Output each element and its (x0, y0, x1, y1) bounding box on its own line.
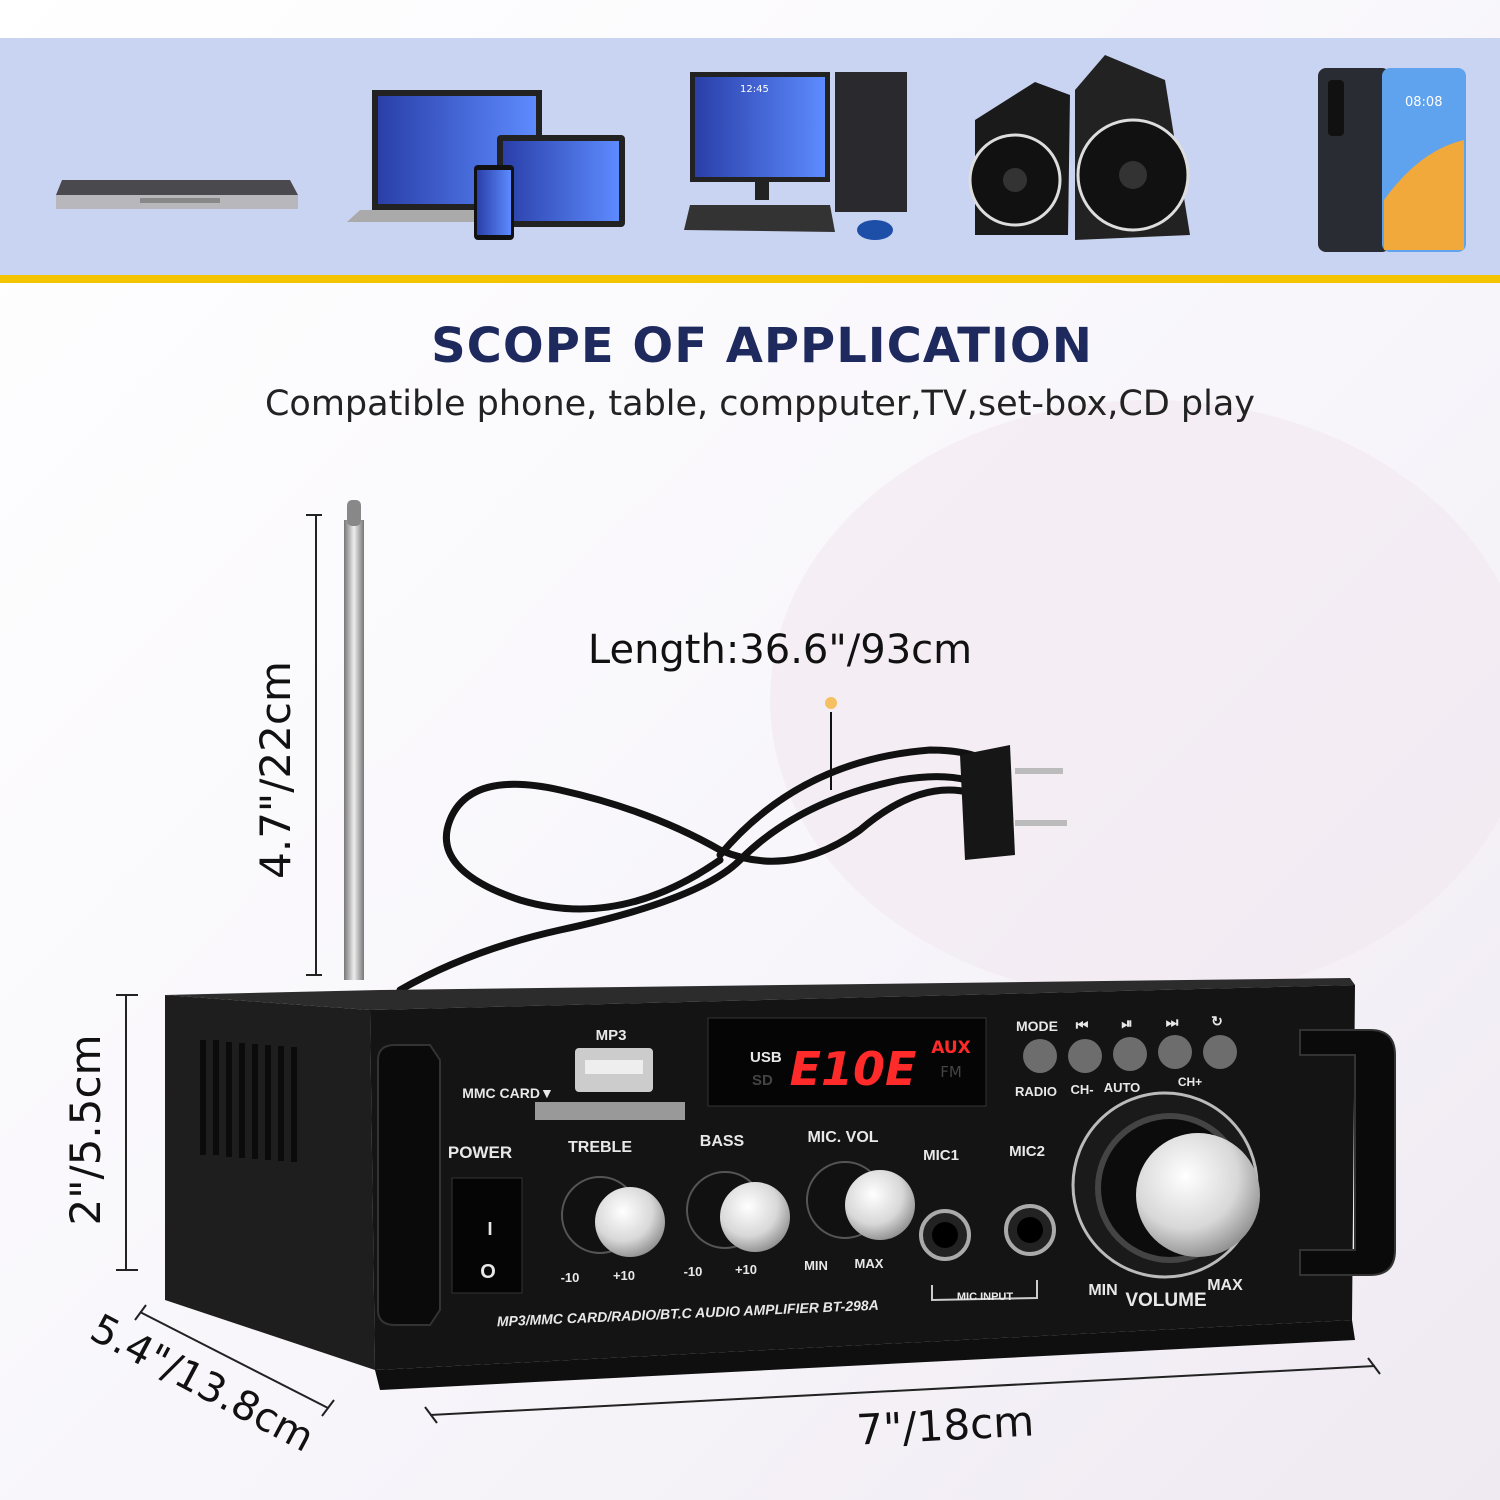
power-off-mark: O (480, 1261, 496, 1283)
volume-knob (1071, 1091, 1260, 1279)
bass-label: BASS (700, 1133, 745, 1150)
laptop-tablet-phone-image (347, 90, 625, 240)
antenna-height-dimension (306, 514, 322, 976)
display-usb: USB (750, 1049, 782, 1066)
callout-dot (825, 697, 837, 709)
mic-input-label: MIC INPUT (957, 1291, 1014, 1303)
power-on-mark: I (487, 1219, 492, 1239)
device-banner: 12:45 08:08 (0, 38, 1500, 283)
speakers-image (968, 55, 1190, 240)
desktop-computer-image: 12:45 (684, 72, 907, 240)
width-dimension (424, 1357, 1381, 1424)
mic-vol-knob (806, 1161, 915, 1240)
bass-min: -10 (684, 1264, 703, 1279)
ch-plus-label: CH+ (1178, 1075, 1202, 1089)
dvd-player-image (56, 180, 298, 209)
computer-clock: 12:45 (740, 84, 769, 95)
amplifier-image (165, 978, 1396, 1390)
height-label: 2"/5.5cm (61, 1035, 110, 1226)
height-dimension (116, 994, 138, 1271)
treble-knob (561, 1176, 665, 1257)
mic-vol-min: MIN (804, 1258, 828, 1273)
volume-max: MAX (1207, 1277, 1243, 1294)
mic-vol-label: MIC. VOL (807, 1129, 878, 1146)
mic2-label: MIC2 (1009, 1143, 1045, 1160)
repeat-icon: ↻ (1211, 1013, 1223, 1029)
antenna-image (344, 500, 364, 980)
treble-label: TREBLE (568, 1139, 632, 1156)
play-pause-icon: ⏯ (1121, 1015, 1132, 1031)
power-label: POWER (448, 1143, 512, 1162)
mic-vol-max: MAX (855, 1256, 884, 1271)
mmc-card-label: MMC CARD▼ (462, 1085, 554, 1101)
phone-clock: 08:08 (1405, 95, 1442, 110)
mode-button-label: MODE (1016, 1018, 1058, 1034)
plug-image (960, 745, 1067, 860)
auto-label: AUTO (1104, 1080, 1141, 1095)
treble-min: -10 (561, 1270, 580, 1285)
radio-button-label: RADIO (1015, 1084, 1057, 1099)
bass-max: +10 (735, 1262, 757, 1277)
bass-knob (686, 1171, 790, 1252)
prev-icon: ⏮ (1076, 1017, 1089, 1033)
mic1-label: MIC1 (923, 1147, 959, 1164)
ch-minus-label: CH- (1070, 1082, 1093, 1097)
subtitle: Compatible phone, table, compputer,TV,se… (265, 384, 1255, 424)
antenna-height-label: 4.7"/22cm (251, 661, 300, 879)
volume-label: VOLUME (1125, 1290, 1206, 1311)
display-fm: FM (940, 1063, 962, 1081)
led-display-readout: E10E (790, 1042, 917, 1096)
display-aux: AUX (931, 1038, 971, 1058)
page-title: SCOPE OF APPLICATION (431, 318, 1093, 374)
depth-dimension (134, 1304, 335, 1417)
volume-min: MIN (1088, 1282, 1117, 1299)
display-sd: SD (752, 1072, 773, 1089)
mp3-label: MP3 (596, 1027, 627, 1044)
smartphone-image: 08:08 (1318, 68, 1466, 252)
next-icon: ⏭ (1166, 1014, 1179, 1030)
treble-max: +10 (613, 1268, 635, 1283)
width-label: 7"/18cm (855, 1396, 1035, 1454)
cable-length-label: Length:36.6"/93cm (588, 627, 972, 673)
